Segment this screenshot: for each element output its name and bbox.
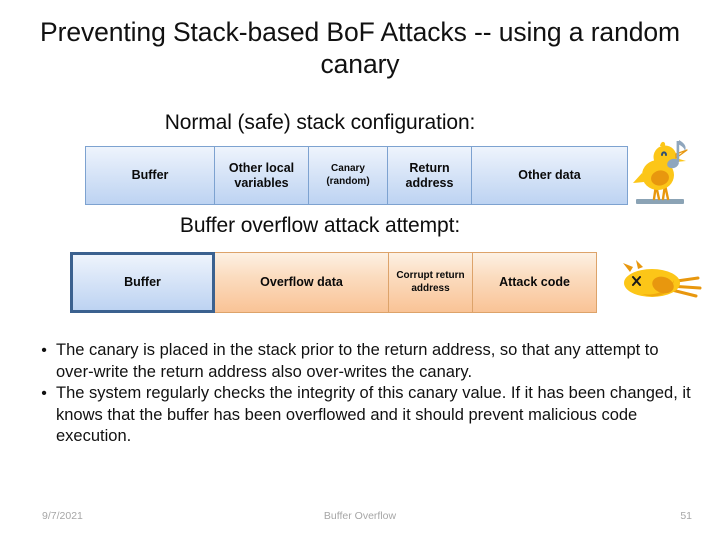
list-item: • The system regularly checks the integr… [32, 383, 692, 448]
stack-cell-buffer: Buffer [85, 146, 215, 205]
list-item: • The canary is placed in the stack prio… [32, 340, 692, 383]
page-title: Preventing Stack-based BoF Attacks -- us… [40, 17, 680, 79]
stack-cell-canary-random: Canary (random) [308, 146, 388, 205]
bullet-list: • The canary is placed in the stack prio… [32, 340, 692, 448]
attack-cell-attack-code: Attack code [472, 252, 597, 313]
attack-cell-corrupt-return-address: Corrupt return address [388, 252, 473, 313]
bullet-marker-icon: • [41, 342, 47, 359]
normal-stack-diagram: Buffer Other local variables Canary (ran… [85, 146, 632, 205]
bullet-text: The canary is placed in the stack prior … [56, 341, 659, 381]
singing-canary-icon [632, 137, 692, 209]
footer-date: 9/7/2021 [42, 510, 83, 522]
attack-stack-diagram: Buffer Overflow data Corrupt return addr… [70, 252, 600, 313]
footer-topic: Buffer Overflow [323, 510, 397, 522]
attack-cell-buffer: Buffer [70, 252, 215, 313]
bullet-text: The system regularly checks the integrit… [56, 384, 691, 445]
stack-cell-return-address: Return address [387, 146, 472, 205]
normal-stack-heading: Normal (safe) stack configuration: [164, 111, 476, 134]
stack-cell-other-local-variables: Other local variables [214, 146, 309, 205]
slide-footer: 9/7/2021 Buffer Overflow 51 [0, 506, 720, 526]
bullet-marker-icon: • [41, 385, 47, 402]
music-note-icon [665, 138, 691, 172]
stack-cell-other-data: Other data [471, 146, 628, 205]
footer-page-number: 51 [680, 510, 692, 522]
attack-cell-overflow-data: Overflow data [214, 252, 389, 313]
dead-canary-icon [612, 258, 707, 310]
attack-stack-heading: Buffer overflow attack attempt: [179, 214, 461, 237]
